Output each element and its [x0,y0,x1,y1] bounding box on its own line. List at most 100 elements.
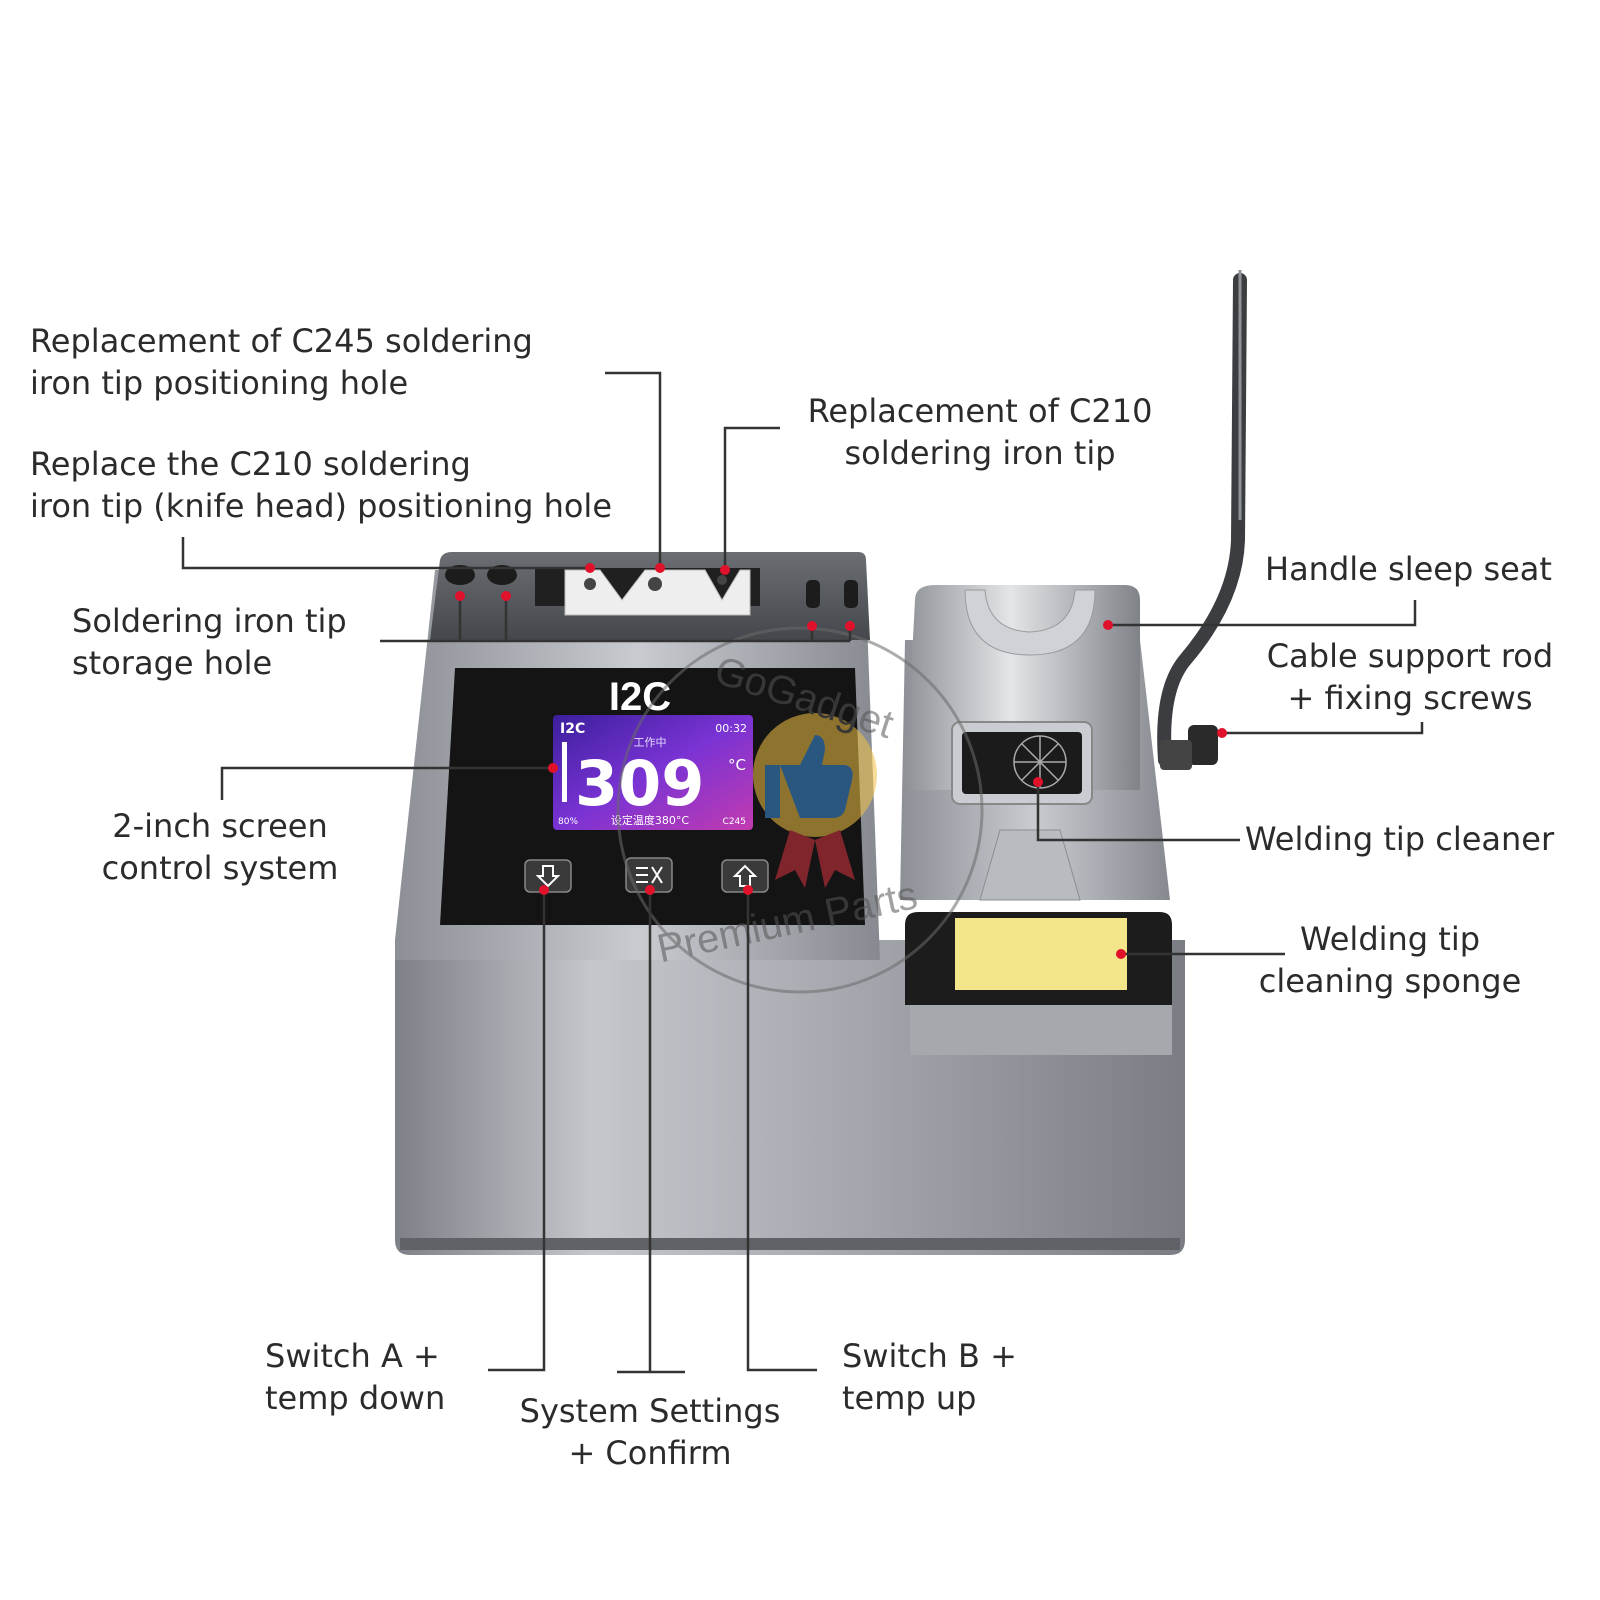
callout-dot [1217,728,1227,738]
tip-peg [806,580,820,608]
arrow-up-icon [732,864,758,887]
label-tip-cleaner: Welding tip cleaner [1245,818,1554,860]
label-line: Replace the C210 soldering [30,445,471,483]
callout-dot [845,621,855,631]
callout-dot [743,885,753,895]
cleaning-sponge [955,918,1127,990]
screen-display [553,715,753,830]
storage-hole [487,565,517,585]
screen-power: 80% [558,817,578,827]
label-line: Handle sleep seat [1265,550,1552,588]
callout-dot [645,885,655,895]
label-screen: 2-inch screen control system [70,805,370,889]
label-c210-tip: Replacement of C210 soldering iron tip [790,390,1170,474]
callout-dots [455,563,1227,959]
cleaner-nozzle [979,829,1081,901]
screen-tip-model: C245 [723,817,746,827]
sleep-seat-opening [964,589,1096,656]
label-line: iron tip positioning hole [30,364,409,402]
label-c210-knife-hole: Replace the C210 soldering iron tip (kni… [30,443,612,527]
fixing-screw [1188,725,1218,765]
callout-dot [655,563,665,573]
body-base-shadow [400,1238,1180,1250]
arrow-down-icon [535,865,561,888]
label-line: Soldering iron tip [72,602,347,640]
cable-support-rod [1157,273,1247,767]
callout-line-c245 [605,371,662,568]
tip-hole [648,577,662,591]
switch-b-button[interactable] [721,859,769,893]
screen-brand: I2C [560,721,585,737]
screen-temperature: 309 [575,747,704,820]
callout-dot [585,563,595,573]
callout-dot [455,591,465,601]
label-line: + Confirm [568,1434,732,1472]
ribbon-icon [775,830,855,888]
callout-line-c210-knife [181,537,590,570]
label-line: Replacement of C210 [807,392,1153,430]
label-line: cleaning sponge [1258,962,1522,1000]
label-c245-hole: Replacement of C245 soldering iron tip p… [30,320,533,404]
label-line: control system [101,849,339,887]
label-cable-rod: Cable support rod + fixing screws [1245,635,1575,719]
tip-hole [717,575,727,585]
thumbs-up-icon [765,735,853,818]
callout-dot [1033,777,1043,787]
label-line: temp down [265,1379,446,1417]
callout-line-switch-a [488,890,546,1372]
lcd-screen: I2C 00:32 工作中 309 °C 80% 设定温度380°C C245 [553,715,753,830]
label-storage-hole: Soldering iron tip storage hole [72,600,347,684]
screen-status: 工作中 [634,736,667,749]
label-line: Welding tip cleaner [1245,820,1555,858]
label-line: iron tip (knife head) positioning hole [30,487,612,525]
fixing-screw-collar [1160,740,1192,770]
panel-brand: I2C [609,675,671,719]
callout-line-switch-b [746,890,817,1372]
label-line: storage hole [72,644,273,682]
callout-dot [1116,949,1126,959]
label-settings: System Settings + Confirm [495,1390,805,1474]
callout-dot [501,591,511,601]
screen-set-temp: 设定温度380°C [611,813,689,827]
storage-hole [445,565,475,585]
label-line: Switch A + [265,1337,440,1375]
callout-dot [539,885,549,895]
tip-cleaner-window [962,732,1082,794]
label-line: temp up [842,1379,977,1417]
callout-line-sleep-seat [1108,600,1417,627]
callout-dot [807,621,817,631]
label-line: Welding tip [1299,920,1481,958]
callout-line-cable-rod [1222,722,1424,735]
label-line: 2-inch screen [112,807,328,845]
label-line: System Settings [519,1392,781,1430]
callout-line-c210-tip [723,426,780,570]
screen-unit: °C [728,756,746,774]
callout-lines [181,371,1424,1374]
callout-dot [1103,620,1113,630]
label-line: Cable support rod [1266,637,1554,675]
watermark-ring [616,626,984,994]
soldering-station: I2C I2C 00:32 工作中 309 °C 80% 设定温度380°C C… [395,270,1247,1255]
label-sponge: Welding tip cleaning sponge [1240,918,1540,1002]
label-line: + fixing screws [1287,679,1533,717]
tip-peg [844,580,858,608]
callout-line-screen [220,766,553,800]
label-sleep-seat: Handle sleep seat [1265,548,1552,590]
callout-dot [548,763,558,773]
callout-dot [720,565,730,575]
screen-time: 00:32 [715,722,747,735]
label-switch-b: Switch B + temp up [842,1335,1017,1419]
sponge-tray-base [910,1005,1172,1055]
label-line: Replacement of C245 soldering [30,322,533,360]
label-line: Switch B + [842,1337,1017,1375]
screen-indicator-bar [562,742,567,802]
label-switch-a: Switch A + temp down [265,1335,445,1419]
settings-icon [636,866,663,884]
callout-line-tip-cleaner [1036,782,1240,842]
storage-holes [445,565,858,608]
tip-holder [564,569,751,616]
tip-hole [584,578,596,590]
label-line: soldering iron tip [844,434,1116,472]
